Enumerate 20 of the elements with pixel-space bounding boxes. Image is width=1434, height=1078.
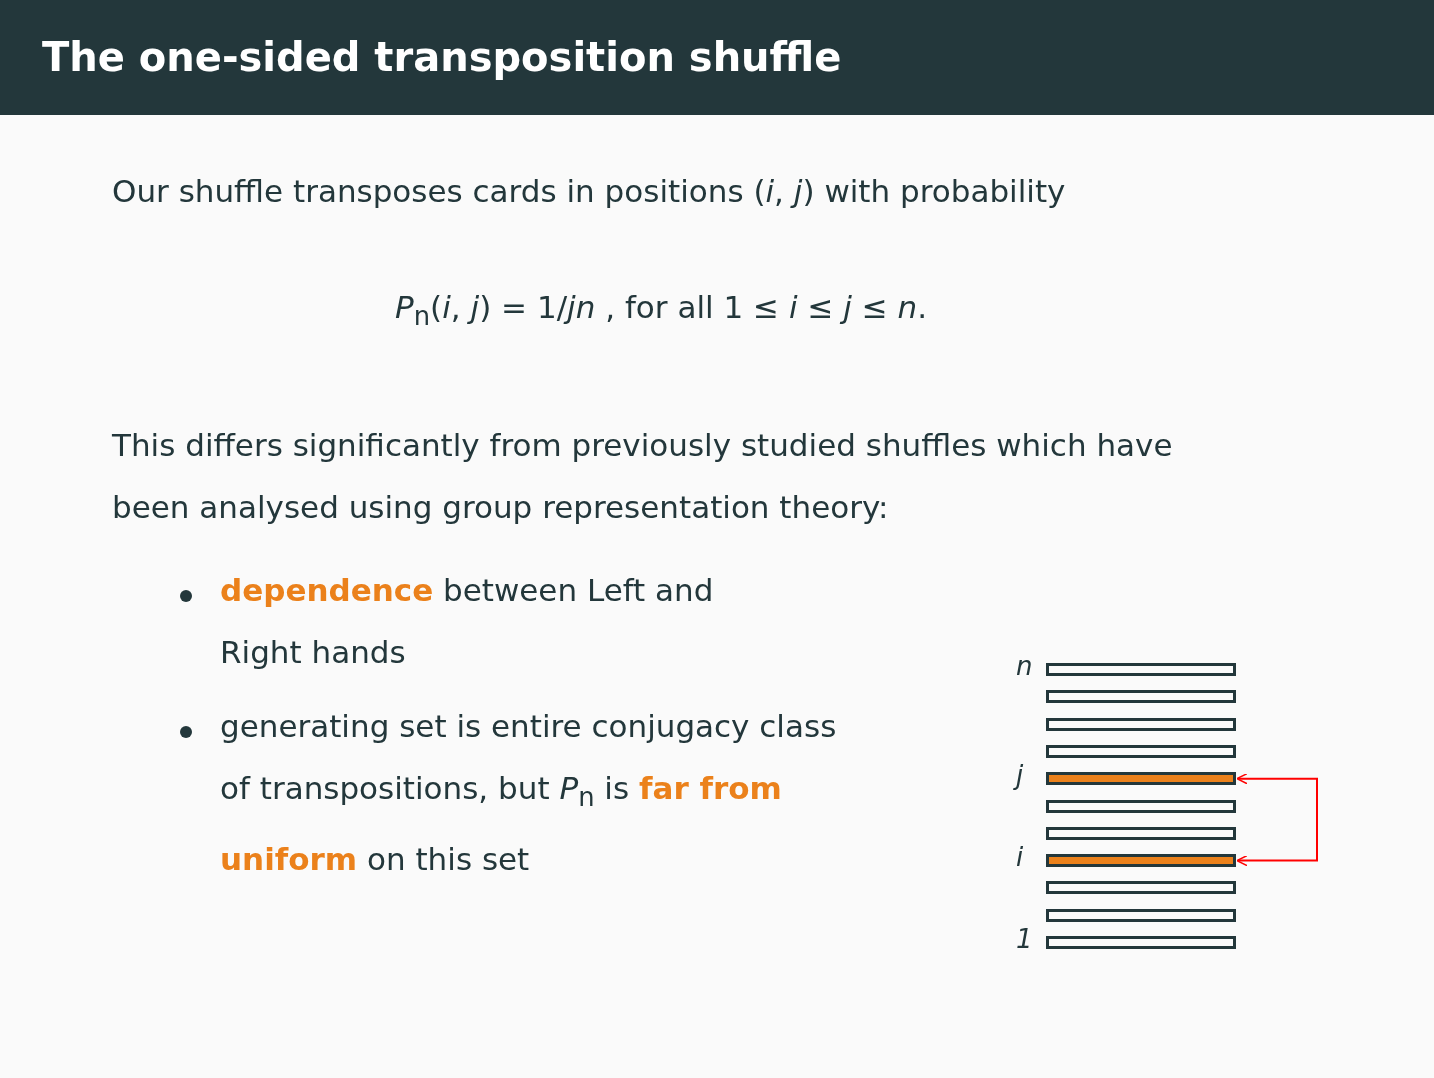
card-bar <box>1046 717 1236 731</box>
card-bar <box>1046 799 1236 813</box>
position-label: n <box>1016 651 1033 681</box>
bullet-text: generating set is entire conjugacy class of transpositions, but P$_{n}$ is far from uniform on this set <box>220 707 838 880</box>
card-bar <box>1046 881 1236 895</box>
card-bar <box>1046 854 1236 868</box>
card-bar <box>1046 663 1236 676</box>
paragraph: Our shuffle transposes cards in positions (i, j) with probability <box>112 172 1067 211</box>
swap-arrow <box>1236 772 1318 867</box>
position-label: 1 <box>1016 924 1033 954</box>
card-bar <box>1046 908 1236 922</box>
card-bar <box>1046 744 1236 758</box>
slide-title: The one-sided transposition shuffle <box>42 34 842 80</box>
card-bar <box>1046 826 1236 840</box>
paragraph: This differs significantly from previously studied shuffles which have been analysed using group representation theory: <box>112 426 1174 527</box>
card-bar <box>1046 772 1236 786</box>
card-bar <box>1046 936 1236 949</box>
card-bar <box>1046 690 1236 704</box>
position-label: i <box>1016 842 1024 873</box>
formula: P$_{n}$(i, j) = 1/jn , for all 1 ≤ i ≤ j ≤ n. <box>395 288 929 334</box>
